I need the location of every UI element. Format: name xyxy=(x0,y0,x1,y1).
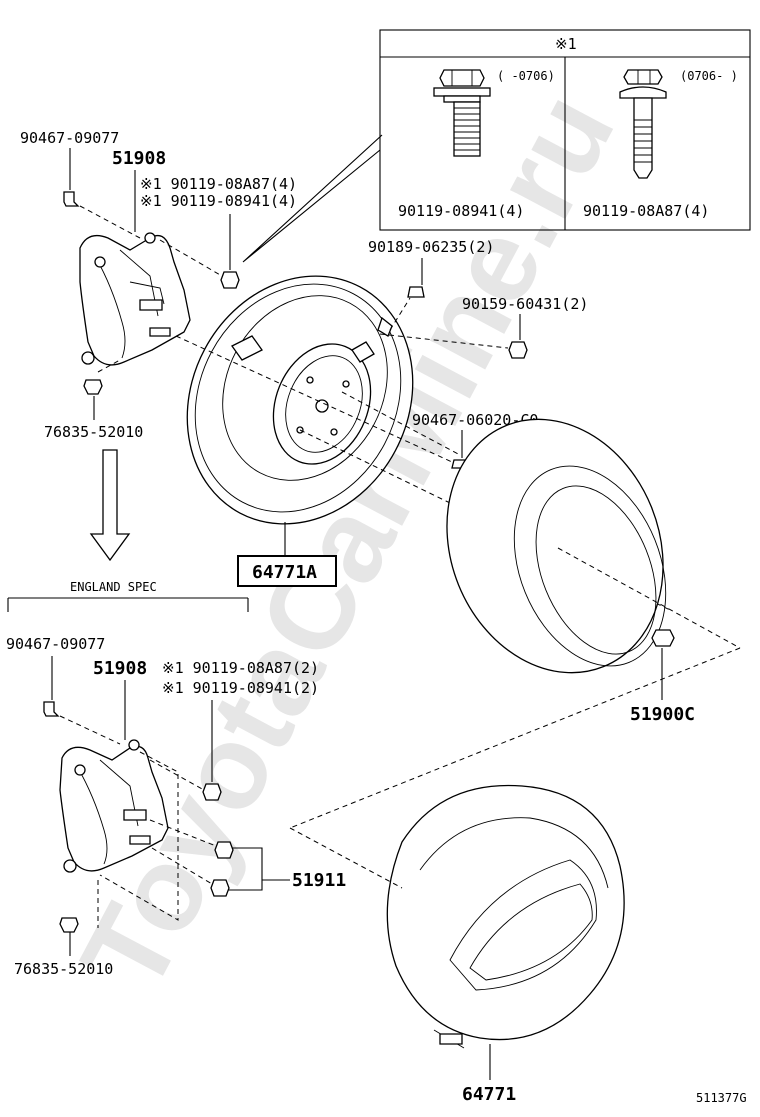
inset-title: ※1 xyxy=(555,35,577,53)
label-90159-60431: 90159-60431(2) xyxy=(462,295,588,313)
inset-right-range: (0706- ) xyxy=(680,69,738,83)
clip-icon xyxy=(63,191,80,207)
tire xyxy=(446,418,667,674)
spare-wheel-cover xyxy=(386,784,625,1049)
spare-wheel-carrier-bracket-eng xyxy=(59,739,169,873)
spare-wheel-carrier-bracket xyxy=(79,232,191,366)
bolt-icon xyxy=(220,271,240,289)
label-90467-06020: 90467-06020-C0 xyxy=(412,411,538,429)
nut-icon xyxy=(651,629,675,647)
label-90119-08A87: ※1 90119-08A87(4) xyxy=(140,175,297,193)
part-highlight-box xyxy=(237,555,337,587)
bolt-icon xyxy=(202,783,222,801)
label-76835-52010-eng: 76835-52010 xyxy=(14,960,113,978)
bolt-inset: ※1 ( -0706) xyxy=(379,29,751,231)
label-90189-06235: 90189-06235(2) xyxy=(368,238,494,256)
label-51911: 51911 xyxy=(292,870,346,891)
label-64771A: 64771A xyxy=(252,562,317,583)
label-51900C: 51900C xyxy=(630,704,695,725)
label-51908: 51908 xyxy=(112,148,166,169)
label-90119-08941-eng: ※1 90119-08941(2) xyxy=(162,679,319,697)
bolt-icon xyxy=(210,841,234,897)
stopper-icon xyxy=(83,379,103,395)
spare-wheel xyxy=(186,275,414,525)
inset-callout xyxy=(242,134,383,263)
hub-nut-icon xyxy=(508,341,528,359)
label-64771: 64771 xyxy=(462,1084,516,1105)
clip-icon xyxy=(43,701,60,717)
label-76835-52010: 76835-52010 xyxy=(44,423,143,441)
england-spec-label: ENGLAND SPEC xyxy=(70,580,157,594)
stopper-icon xyxy=(59,917,79,933)
label-90119-08A87-eng: ※1 90119-08A87(2) xyxy=(162,659,319,677)
arrow-down-icon xyxy=(89,449,131,562)
label-90119-08941: ※1 90119-08941(4) xyxy=(140,192,297,210)
flange-bolt-icon xyxy=(619,69,667,179)
flange-bolt-with-washer-icon xyxy=(433,69,491,157)
inset-left-range: ( -0706) xyxy=(497,69,555,83)
inset-left-part: 90119-08941(4) xyxy=(398,202,524,220)
inset-right-part: 90119-08A87(4) xyxy=(583,202,709,220)
label-90467-09077-eng: 90467-09077 xyxy=(6,635,105,653)
figure-id: 511377G xyxy=(696,1091,747,1105)
label-51908-eng: 51908 xyxy=(93,658,147,679)
hub-bolt-icon xyxy=(407,286,425,298)
label-90467-09077: 90467-09077 xyxy=(20,129,119,147)
